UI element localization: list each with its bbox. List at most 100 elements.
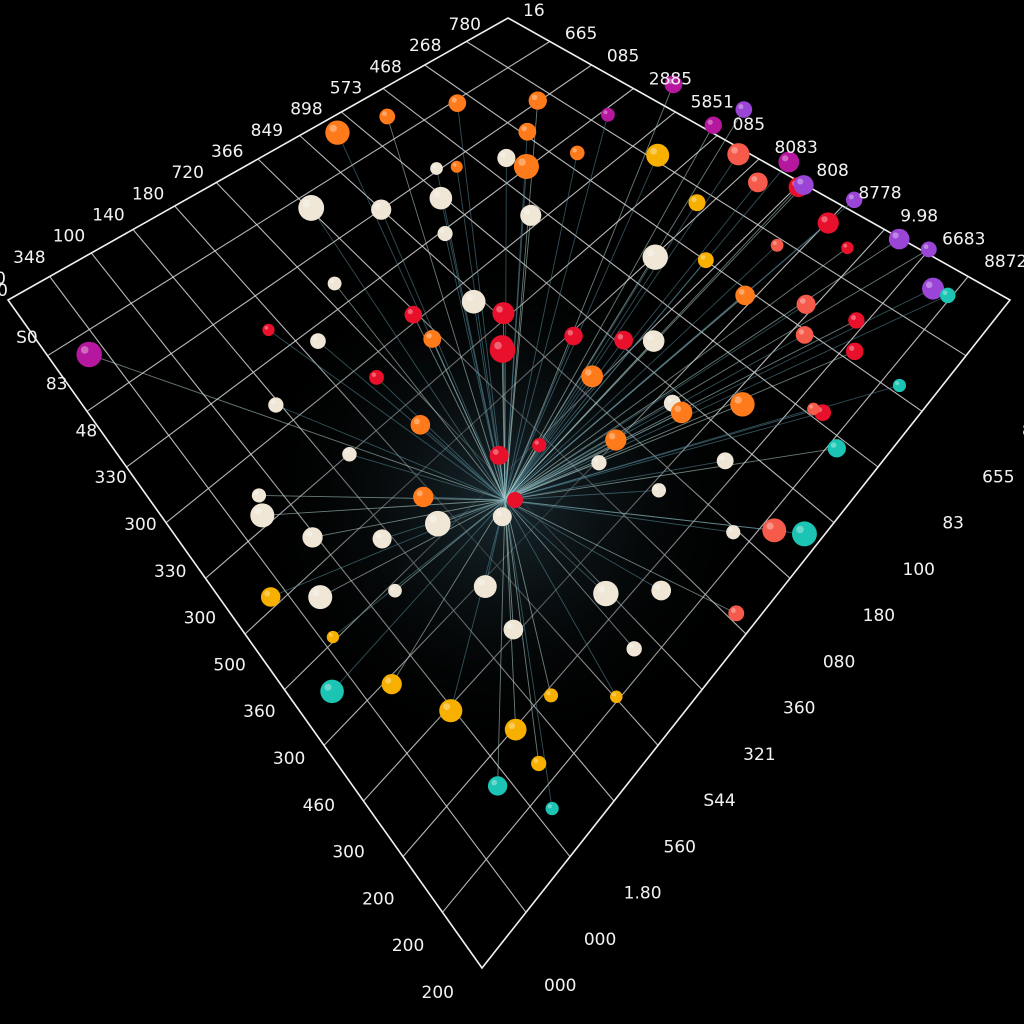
tick-label: 321: [743, 745, 775, 765]
floor-outline: [6, 17, 1012, 970]
data-point: [795, 326, 814, 344]
ray-line: [504, 84, 674, 501]
tick-label: 300: [332, 843, 364, 863]
ray-line: [376, 377, 506, 501]
data-point: [310, 333, 326, 349]
data-point: [892, 378, 907, 393]
data-point: [448, 94, 467, 112]
data-point: [642, 244, 668, 270]
tick-label: 8: [1022, 421, 1024, 441]
tick-label: 6683: [942, 229, 985, 249]
point-highlight: [477, 579, 485, 586]
point-highlight: [329, 124, 337, 132]
data-point: [504, 718, 527, 741]
data-point: [591, 455, 607, 471]
ray-line: [262, 499, 506, 516]
tick-label: 468: [369, 57, 401, 77]
data-point: [518, 122, 537, 141]
point-highlight: [719, 455, 725, 461]
data-point: [326, 630, 340, 644]
data-point: [600, 107, 615, 122]
tick-label: 560: [664, 837, 696, 857]
ray-line: [504, 161, 790, 501]
tick-label: S0: [16, 328, 38, 348]
ray-line: [504, 460, 726, 501]
data-point: [425, 510, 451, 537]
data-point: [503, 619, 524, 640]
point-highlight: [491, 779, 498, 786]
data-point: [569, 145, 585, 161]
point-highlight: [302, 199, 311, 208]
point-highlight: [691, 197, 697, 203]
data-point: [371, 199, 392, 220]
ray-line: [504, 114, 609, 501]
point-highlight: [521, 125, 527, 132]
ray-line: [504, 125, 714, 501]
ray-line: [504, 376, 593, 501]
ray-line: [423, 496, 506, 501]
data-point: [76, 341, 102, 368]
tick-label: 9.98: [900, 207, 938, 227]
tick-label: 085: [733, 115, 765, 135]
tick-label: 200: [362, 889, 394, 909]
point-highlight: [751, 175, 758, 182]
point-highlight: [80, 346, 89, 354]
data-point: [642, 330, 665, 352]
point-highlight: [452, 162, 457, 167]
point-highlight: [766, 522, 774, 530]
point-highlight: [809, 404, 814, 409]
ray-line: [504, 249, 930, 501]
data-point: [430, 162, 443, 175]
ray-line: [504, 109, 745, 501]
point-highlight: [432, 164, 437, 169]
ray-line: [268, 329, 506, 501]
data-point: [726, 525, 741, 540]
point-highlight: [567, 329, 574, 336]
data-point: [404, 305, 423, 324]
data-point: [379, 108, 396, 125]
data-point: [410, 415, 431, 435]
data-point: [492, 507, 512, 527]
ray-line: [320, 499, 506, 598]
point-highlight: [506, 623, 513, 630]
point-highlight: [390, 586, 395, 591]
point-highlight: [895, 381, 900, 386]
data-point: [728, 605, 745, 622]
data-point: [388, 583, 402, 598]
point-highlight: [830, 442, 837, 448]
tick-label: 300: [273, 749, 305, 769]
tick-label: 460: [303, 796, 335, 816]
ray-line: [504, 499, 662, 591]
tick-label: 83: [46, 375, 68, 395]
point-highlight: [731, 146, 738, 154]
data-point: [544, 688, 559, 703]
point-highlight: [496, 305, 503, 313]
tick-label: 849: [251, 121, 283, 141]
point-highlight: [654, 485, 659, 490]
point-highlight: [572, 148, 577, 153]
ray-line: [504, 499, 607, 594]
tick-label: 085: [607, 47, 639, 67]
data-point: [796, 294, 816, 314]
tick-label: 665: [565, 24, 597, 44]
point-highlight: [646, 248, 655, 257]
point-highlight: [382, 111, 387, 117]
point-highlight: [923, 244, 929, 250]
tick-label: 000: [544, 976, 576, 996]
ray-line: [270, 499, 506, 598]
point-highlight: [531, 94, 538, 101]
data-point: [747, 172, 768, 193]
data-point: [651, 580, 672, 601]
point-highlight: [494, 341, 502, 350]
data-point: [605, 429, 627, 451]
point-highlight: [728, 527, 733, 532]
point-highlight: [646, 334, 654, 341]
data-point: [651, 483, 667, 498]
tick-label: 898: [290, 100, 322, 120]
ray-line: [504, 385, 900, 501]
ray-line: [312, 499, 506, 538]
point-highlight: [925, 281, 933, 289]
tick-label: 330: [94, 468, 126, 488]
tick-label: 16: [523, 1, 545, 21]
tick-label: 780: [449, 15, 481, 35]
